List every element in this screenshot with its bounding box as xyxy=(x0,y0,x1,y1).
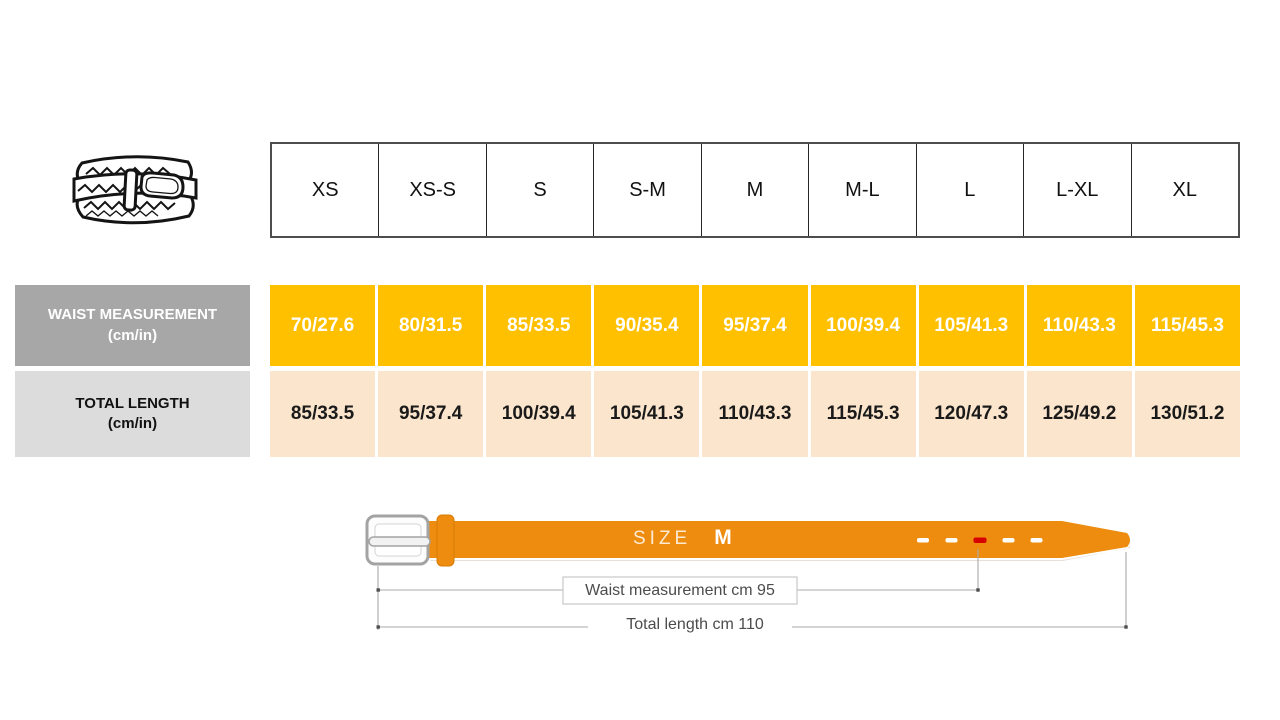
size-column-header: L-XL xyxy=(1024,144,1132,236)
belt-strap xyxy=(426,521,1130,558)
waist-value-cell: 80/31.5 xyxy=(378,285,484,366)
waist-value-cell: 85/33.5 xyxy=(486,285,592,366)
waist-value-cell: 70/27.6 xyxy=(270,285,376,366)
size-word: SIZE xyxy=(633,528,692,549)
length-value-cell: 95/37.4 xyxy=(378,371,484,457)
size-header-row: XS XS-S S S-M M M-L L L-XL XL xyxy=(270,142,1240,238)
belt-hole xyxy=(945,538,958,543)
length-row-label-line1: TOTAL LENGTH xyxy=(75,394,190,412)
belt-keeper xyxy=(436,514,455,567)
length-value-cell: 105/41.3 xyxy=(594,371,700,457)
belt-size-tag: SIZE M xyxy=(633,526,732,550)
length-row-label-line2: (cm/in) xyxy=(107,415,158,432)
waist-row-label: WAIST MEASUREMENT (cm/in) xyxy=(15,285,250,366)
waist-value-cell: 100/39.4 xyxy=(810,285,916,366)
length-value-cell: 85/33.5 xyxy=(270,371,376,457)
belt-hole-marked xyxy=(973,537,987,543)
belt-hole xyxy=(1002,538,1015,543)
waist-measurement-row: 70/27.6 80/31.5 85/33.5 90/35.4 95/37.4 … xyxy=(270,285,1240,366)
length-row-label: TOTAL LENGTH (cm/in) xyxy=(15,371,250,457)
size-column-header: L xyxy=(917,144,1025,236)
braided-belt-icon xyxy=(72,155,198,225)
measurement-end-dots xyxy=(376,588,1128,629)
length-value-cell: 100/39.4 xyxy=(486,371,592,457)
size-column-header: S-M xyxy=(594,144,702,236)
waist-row-label-line1: WAIST MEASUREMENT xyxy=(47,306,218,324)
size-column-header: XS-S xyxy=(379,144,487,236)
waist-value-cell: 110/43.3 xyxy=(1026,285,1132,366)
belt-hole xyxy=(917,538,929,543)
size-column-header: M xyxy=(702,144,810,236)
waist-value-cell: 95/37.4 xyxy=(702,285,808,366)
length-value-cell: 115/45.3 xyxy=(810,371,916,457)
belt-buckle xyxy=(365,514,431,566)
length-value-cell: 125/49.2 xyxy=(1026,371,1132,457)
length-value-cell: 120/47.3 xyxy=(918,371,1024,457)
belt-hole xyxy=(1030,538,1043,543)
waist-value-cell: 105/41.3 xyxy=(918,285,1024,366)
waist-annotation-text: Waist measurement cm 95 xyxy=(585,581,775,599)
length-value-cell: 130/51.2 xyxy=(1134,371,1240,457)
size-column-header: XL xyxy=(1172,178,1197,201)
size-column-header: S xyxy=(487,144,595,236)
length-annotation-text: Total length cm 110 xyxy=(626,616,764,633)
size-column-header: XS xyxy=(272,144,380,236)
waist-value-cell: 115/45.3 xyxy=(1134,285,1240,366)
measurement-lines xyxy=(377,549,1127,630)
total-length-row: 85/33.5 95/37.4 100/39.4 105/41.3 110/43… xyxy=(270,371,1240,457)
waist-annotation-box xyxy=(562,576,798,605)
belt-keeper-icon xyxy=(122,168,139,212)
waist-value-cell: 90/35.4 xyxy=(594,285,700,366)
waist-row-label-line2: (cm/in) xyxy=(107,326,158,344)
size-column-header: M-L xyxy=(809,144,917,236)
length-value-cell: 110/43.3 xyxy=(702,371,808,457)
buckle-prong xyxy=(368,536,431,547)
size-value: M xyxy=(714,526,732,549)
